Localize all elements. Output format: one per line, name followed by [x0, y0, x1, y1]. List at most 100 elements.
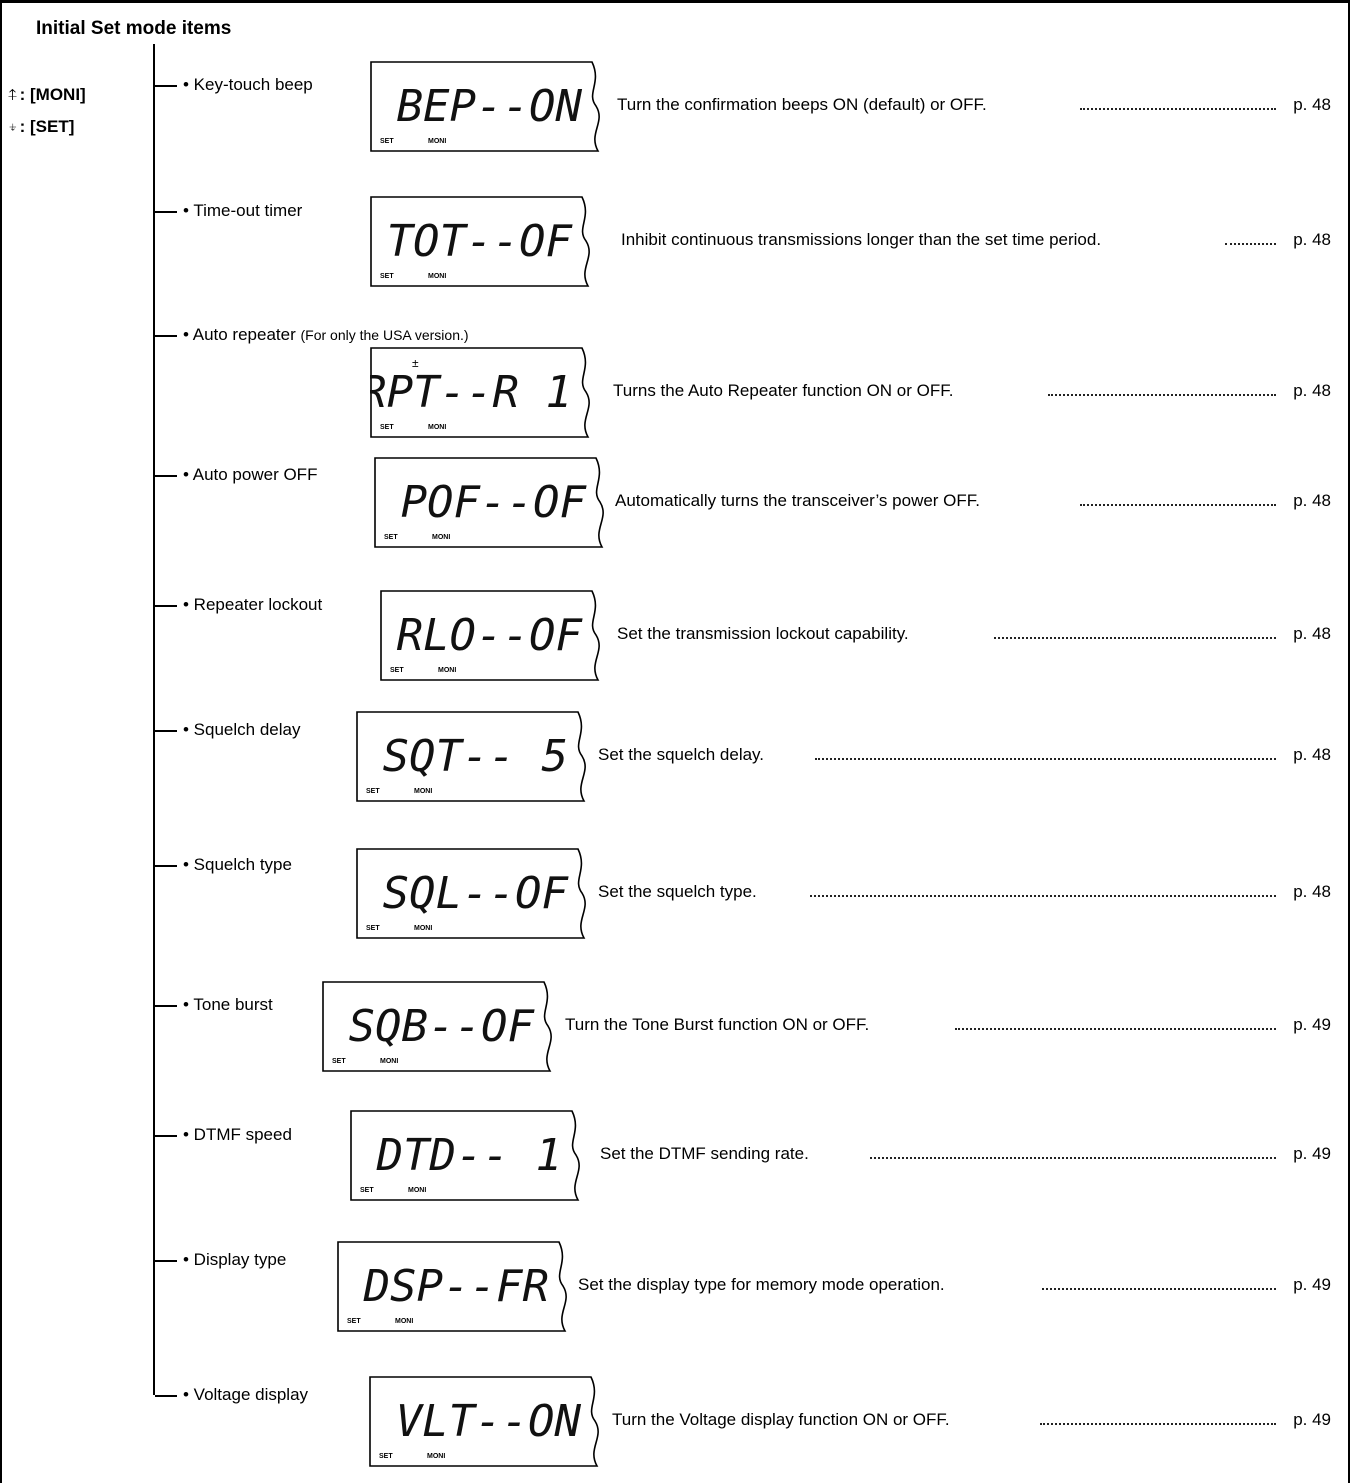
item-label-text: • DTMF speed — [183, 1125, 292, 1144]
lcd-set-indicator: SET — [347, 1318, 361, 1325]
page-title: Initial Set mode items — [36, 18, 231, 40]
lcd-moni-indicator: MONI — [414, 788, 432, 795]
item-label: • Voltage display — [183, 1385, 308, 1405]
lcd-readout: DTD-- 1 — [376, 1130, 562, 1181]
lcd-readout: SQB--OF — [349, 1001, 536, 1052]
page-reference: p. 48 — [1293, 624, 1331, 644]
lcd-moni-indicator: MONI — [414, 925, 432, 932]
item-description: Set the squelch type. — [598, 882, 757, 902]
item-label-text: • Repeater lockout — [183, 595, 322, 614]
item-label: • DTMF speed — [183, 1125, 292, 1145]
page-reference: p. 48 — [1293, 882, 1331, 902]
tree-branch-line — [155, 211, 177, 213]
dotted-leader — [1080, 504, 1276, 506]
lcd-set-indicator: SET — [360, 1187, 374, 1194]
item-label: • Squelch delay — [183, 720, 300, 740]
dotted-leader — [810, 895, 1276, 897]
item-label-text: • Key-touch beep — [183, 75, 313, 94]
dotted-leader — [1048, 394, 1276, 396]
item-label-text: • Auto repeater — [183, 325, 296, 344]
tree-branch-line — [155, 1260, 177, 1262]
tree-branch-line — [155, 475, 177, 477]
page-reference: p. 49 — [1293, 1015, 1331, 1035]
item-description: Turns the Auto Repeater function ON or O… — [613, 381, 953, 401]
lcd-set-indicator: SET — [380, 138, 394, 145]
lcd-set-indicator: SET — [380, 273, 394, 280]
tree-branch-line — [155, 730, 177, 732]
lcd-readout: DSP--FR — [363, 1261, 549, 1312]
item-label-text: • Voltage display — [183, 1385, 308, 1404]
lcd-readout: RLO--OF — [397, 610, 584, 661]
legend-down-label: [SET] — [30, 117, 74, 136]
lcd-moni-indicator: MONI — [438, 667, 456, 674]
page-reference: p. 49 — [1293, 1410, 1331, 1430]
lcd-set-indicator: SET — [380, 424, 394, 431]
page-reference: p. 48 — [1293, 745, 1331, 765]
item-label: • Auto repeater (For only the USA versio… — [183, 325, 469, 345]
item-label-text: • Auto power OFF — [183, 465, 317, 484]
legend-up: ⍏: [MONI] — [8, 85, 86, 105]
item-label: • Display type — [183, 1250, 286, 1270]
lcd-display: RLO--OF SET MONI — [380, 590, 616, 682]
lcd-moni-indicator: MONI — [428, 273, 446, 280]
lcd-moni-indicator: MONI — [395, 1318, 413, 1325]
page-reference: p. 49 — [1293, 1275, 1331, 1295]
page-reference: p. 48 — [1293, 95, 1331, 115]
lcd-readout: VLT--ON — [396, 1396, 582, 1447]
item-description: Set the DTMF sending rate. — [600, 1144, 809, 1164]
item-description: Automatically turns the transceiver’s po… — [615, 491, 980, 511]
item-description: Set the transmission lockout capability. — [617, 624, 909, 644]
item-label-text: • Squelch delay — [183, 720, 300, 739]
lcd-readout: TOT--OF — [387, 216, 574, 267]
lcd-set-indicator: SET — [384, 534, 398, 541]
lcd-readout: SQL--OF — [383, 868, 570, 919]
page-reference: p. 48 — [1293, 491, 1331, 511]
down-arrow-icon: ⍖ — [8, 119, 18, 136]
dotted-leader — [1040, 1423, 1276, 1425]
lcd-readout: BEP--ON — [397, 81, 583, 132]
legend-up-label: [MONI] — [30, 85, 86, 104]
lcd-moni-indicator: MONI — [432, 534, 450, 541]
tree-branch-line — [155, 1005, 177, 1007]
item-label: • Key-touch beep — [183, 75, 313, 95]
item-label-text: • Display type — [183, 1250, 286, 1269]
item-description: Set the squelch delay. — [598, 745, 764, 765]
page-reference: p. 48 — [1293, 381, 1331, 401]
lcd-set-indicator: SET — [332, 1058, 346, 1065]
dotted-leader — [815, 758, 1276, 760]
lcd-moni-indicator: MONI — [427, 1453, 445, 1460]
tree-branch-line — [155, 85, 177, 87]
lcd-readout: RPT--R 1 — [370, 367, 572, 418]
lcd-display: TOT--OF SET MONI — [370, 196, 606, 288]
lcd-moni-indicator: MONI — [380, 1058, 398, 1065]
lcd-set-indicator: SET — [379, 1453, 393, 1460]
dotted-leader — [994, 637, 1276, 639]
page-reference: p. 48 — [1293, 230, 1331, 250]
tree-branch-line — [155, 335, 177, 337]
dotted-leader — [1225, 243, 1276, 245]
tree-branch-line — [155, 865, 177, 867]
lcd-set-indicator: SET — [390, 667, 404, 674]
item-description: Inhibit continuous transmissions longer … — [621, 230, 1101, 250]
item-label-note: (For only the USA version.) — [300, 327, 468, 343]
item-description: Turn the Voltage display function ON or … — [612, 1410, 950, 1430]
lcd-readout: POF--OF — [401, 477, 588, 528]
lcd-moni-indicator: MONI — [428, 424, 446, 431]
tree-branch-line — [155, 605, 177, 607]
lcd-set-indicator: SET — [366, 788, 380, 795]
item-description: Turn the Tone Burst function ON or OFF. — [565, 1015, 869, 1035]
tree-trunk-line — [153, 44, 155, 1395]
item-label: • Auto power OFF — [183, 465, 317, 485]
lcd-moni-indicator: MONI — [408, 1187, 426, 1194]
lcd-readout: SQT-- 5 — [383, 731, 568, 782]
legend-down: ⍖: [SET] — [8, 117, 74, 137]
item-label: • Repeater lockout — [183, 595, 322, 615]
